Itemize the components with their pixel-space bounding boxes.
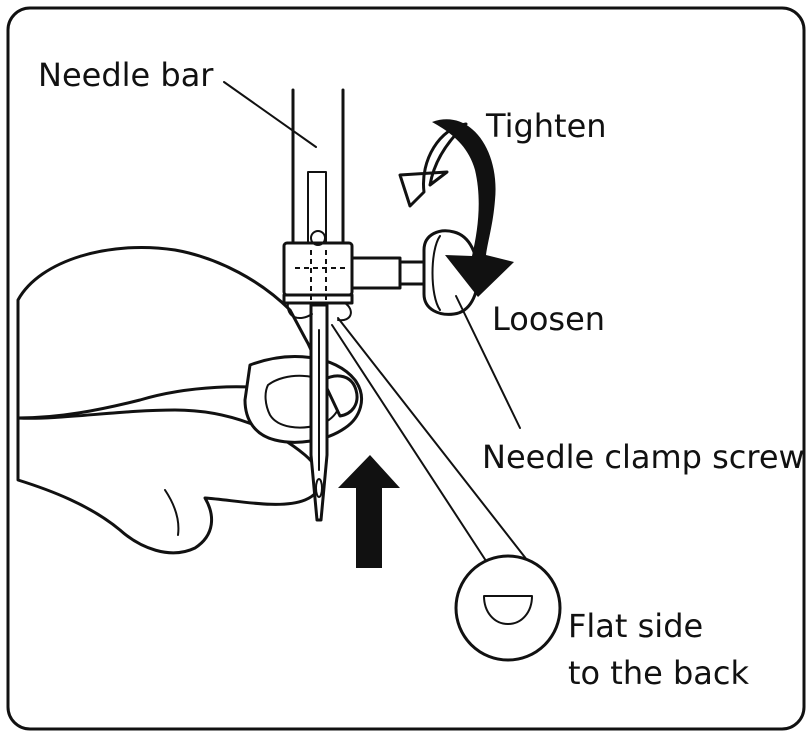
label-needle-bar: Needle bar bbox=[38, 56, 214, 94]
diagram-frame bbox=[6, 6, 806, 731]
needle bbox=[309, 303, 329, 522]
tighten-arrow-icon bbox=[398, 119, 514, 297]
label-loosen: Loosen bbox=[492, 300, 605, 338]
label-tighten: Tighten bbox=[485, 107, 607, 145]
flat-side-callout bbox=[331, 317, 562, 662]
screw-leader bbox=[455, 295, 521, 429]
label-flat-side-line2: to the back bbox=[568, 654, 750, 692]
label-flat-side-line1: Flat side bbox=[568, 607, 703, 645]
label-needle-clamp-screw: Needle clamp screw bbox=[482, 438, 805, 476]
needle-clamp bbox=[282, 230, 354, 322]
insert-up-arrow-icon bbox=[338, 455, 400, 568]
needle-bar-leader bbox=[223, 81, 317, 148]
